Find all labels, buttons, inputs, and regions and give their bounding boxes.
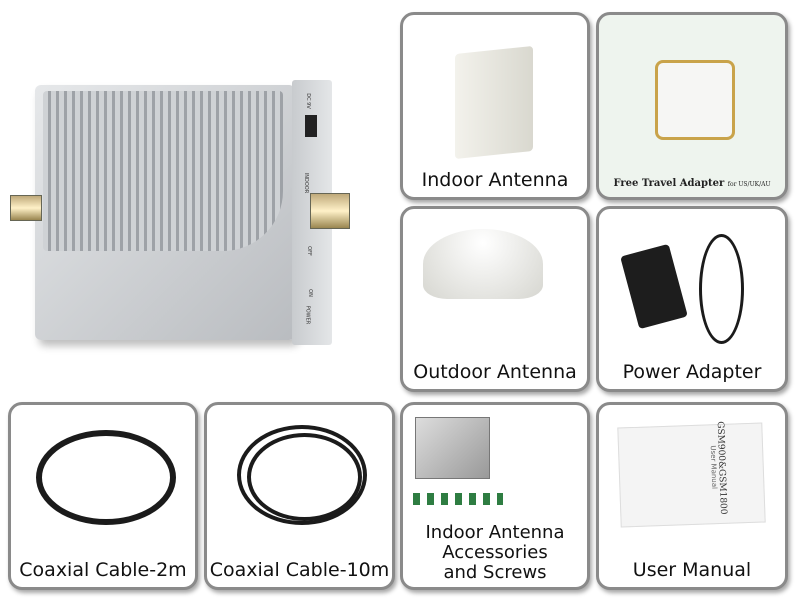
panel-outdoor-antenna: Outdoor Antenna — [400, 206, 590, 392]
panel-indoor-antenna: Indoor Antenna — [400, 12, 590, 200]
caption: Indoor Antenna — [421, 169, 569, 191]
panel-power-adapter: Power Adapter — [596, 206, 788, 392]
indoor-antenna-image — [455, 45, 533, 160]
manual-cover-subtitle: User Manual — [708, 445, 719, 490]
outdoor-connector — [10, 195, 42, 221]
label-on: ON — [306, 289, 313, 297]
panel-coax-2m: Coaxial Cable-2m — [8, 402, 198, 590]
coax-cable-image — [36, 430, 176, 525]
caption-title: Free Travel Adapter — [613, 178, 725, 189]
panel-coax-10m: Coaxial Cable-10m — [204, 402, 395, 590]
caption-line-2: Accessories — [442, 542, 548, 563]
caption-line-3: and Screws — [443, 562, 547, 583]
label-dc: DC 9V — [304, 93, 311, 109]
user-manual-image: GSM900&GSM1800 User Manual — [617, 421, 766, 528]
caption-line-1: Indoor Antenna — [425, 522, 565, 543]
power-adapter-image — [620, 243, 688, 330]
panel-user-manual: GSM900&GSM1800 User Manual User Manual — [596, 402, 788, 590]
dc-jack — [305, 115, 317, 137]
travel-adapter-image — [655, 60, 735, 140]
caption-subtitle: for US/UK/AU — [727, 181, 771, 188]
mounting-bracket-image — [415, 417, 490, 479]
label-power: POWER — [304, 305, 311, 325]
label-off: OFF — [305, 246, 312, 256]
panel-accessories: Indoor Antenna Accessories and Screws — [400, 402, 590, 590]
booster-body — [35, 85, 295, 340]
power-cord — [699, 234, 744, 344]
coax-cable-loop — [247, 433, 362, 521]
outdoor-antenna-image — [423, 229, 543, 299]
caption: Power Adapter — [622, 361, 762, 383]
caption: Outdoor Antenna — [413, 361, 577, 383]
heat-sink-fins — [43, 91, 283, 251]
caption: Coaxial Cable-2m — [19, 559, 187, 581]
caption: User Manual — [632, 559, 752, 581]
label-indoor: INDOOR — [303, 172, 310, 194]
panel-travel-adapter: Free Travel Adapter for US/UK/AU — [596, 12, 788, 200]
indoor-connector — [310, 193, 350, 229]
coax-cable-image — [237, 425, 367, 525]
wall-plugs — [413, 493, 503, 505]
caption: Coaxial Cable-10m — [209, 559, 390, 581]
